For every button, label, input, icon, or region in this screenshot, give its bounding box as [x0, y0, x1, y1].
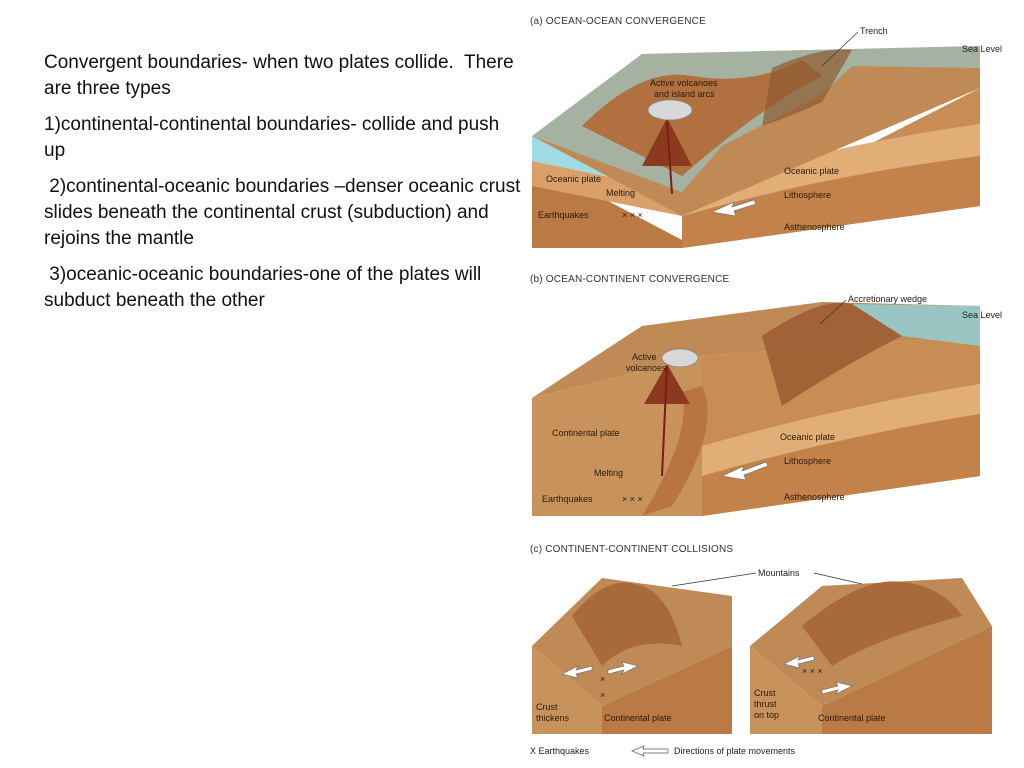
text-type-1: 1)continental-continental boundaries- co…: [44, 114, 505, 161]
panel-c-right-front: [750, 646, 822, 734]
panel-a-asthenosphere-band: [682, 156, 980, 248]
label-trench: Trench: [860, 26, 888, 36]
leader-mountains-left: [671, 572, 757, 587]
label-accretionary-wedge: Accretionary wedge: [848, 294, 927, 304]
panel-b-motion-arrow: [720, 461, 769, 481]
panel-a-magma-line: [666, 120, 673, 195]
panel-a-caption: (a) OCEAN-OCEAN CONVERGENCE: [530, 16, 706, 27]
panel-c-right-earthquake-marks: × × ×: [802, 666, 823, 676]
panel-b-water-top: [852, 304, 980, 346]
panel-b-caption: (b) OCEAN-CONTINENT CONVERGENCE: [530, 274, 729, 285]
panel-a-plate-band: [532, 161, 682, 216]
label-crust-thickens-2: thickens: [536, 713, 570, 723]
panel-a-earthquake-marks: × × ×: [622, 210, 643, 220]
panel-continent-continent: (c) CONTINENT-CONTINENT COLLISIONS × × ×…: [530, 544, 992, 734]
convergence-figure: (a) OCEAN-OCEAN CONVERGENCE × × × Trench…: [530, 16, 1002, 757]
panel-b-volcano-plume: [661, 348, 699, 368]
panel-c-right-arrow-2: [821, 681, 853, 695]
label-continental-plate-c-right: Continental plate: [818, 713, 886, 723]
label-asthenosphere-b: Asthenosphere: [784, 492, 845, 502]
panel-a-trench: [762, 49, 852, 126]
legend-directions: Directions of plate movements: [674, 746, 796, 756]
leader-mountains-right: [813, 572, 863, 585]
label-crust-thrust-2: thrust: [754, 699, 777, 709]
panel-c-left-ridge: [572, 582, 682, 666]
panel-b-subducting-slab: [642, 386, 708, 516]
panel-c-left-earthquake-marks-2: ×: [600, 690, 605, 700]
label-crust-thrust-1: Crust: [754, 688, 776, 698]
label-oceanic-plate-b: Oceanic plate: [780, 432, 835, 442]
label-lithosphere-a: Lithosphere: [784, 190, 831, 200]
label-crust-thrust-3: on top: [754, 710, 779, 720]
panel-a-volcano-plume: [647, 99, 693, 121]
panel-b-lithosphere-band: [702, 384, 980, 476]
leader-trench: [821, 31, 859, 67]
label-earthquakes-a: Earthquakes: [538, 210, 589, 220]
label-volcanoes-a1: Active volcanoes: [650, 78, 718, 88]
text-type-3: 3)oceanic-oceanic boundaries-one of the …: [44, 264, 487, 311]
panel-a-island-arc: [582, 60, 822, 176]
figure-legend: X Earthquakes Directions of plate moveme…: [530, 745, 796, 757]
panel-b-asthenosphere-band: [702, 414, 980, 516]
label-oceanic-plate-a-left: Oceanic plate: [546, 174, 601, 184]
panel-ocean-continent: (b) OCEAN-CONTINENT CONVERGENCE × × × Ac…: [530, 274, 1002, 516]
label-continental-plate-c-left: Continental plate: [604, 713, 672, 723]
panel-a-lithosphere-band: [682, 124, 980, 216]
panel-c-left-side: [602, 646, 732, 734]
panel-c-left-front: [532, 646, 602, 734]
label-melting-a: Melting: [606, 188, 635, 198]
legend-earthquakes: X Earthquakes: [530, 746, 590, 756]
panel-c-left-earthquake-marks: ×: [600, 674, 605, 684]
leader-wedge: [819, 299, 847, 325]
text-type-2: 2)continental-oceanic boundaries –denser…: [44, 176, 526, 249]
label-mountains: Mountains: [758, 568, 800, 578]
label-volcanoes-a2: and island arcs: [654, 89, 715, 99]
label-volcanoes-b1: Active: [632, 352, 657, 362]
panel-b-earthquake-marks: × × ×: [622, 494, 643, 504]
label-volcanoes-b2: volcanoes: [626, 363, 667, 373]
panel-c-left-arrow-1: [561, 665, 593, 679]
label-crust-thickens-1: Crust: [536, 702, 558, 712]
panel-b-accretionary-wedge: [762, 302, 902, 406]
label-melting-b: Melting: [594, 468, 623, 478]
label-continental-plate-b: Continental plate: [552, 428, 620, 438]
panel-a-volcano: [642, 118, 692, 166]
legend-arrow-icon: [631, 745, 669, 757]
panel-b-magma-line: [661, 365, 668, 477]
panel-c-right-side: [822, 626, 992, 734]
label-sea-level-a: Sea Level: [962, 44, 1002, 54]
label-earthquakes-b: Earthquakes: [542, 494, 593, 504]
panel-a-motion-arrow: [710, 199, 757, 217]
label-lithosphere-b: Lithosphere: [784, 456, 831, 466]
text-intro: Convergent boundaries- when two plates c…: [44, 52, 519, 99]
slide-text: Convergent boundaries- when two plates c…: [44, 50, 522, 324]
panel-c-caption: (c) CONTINENT-CONTINENT COLLISIONS: [530, 544, 733, 555]
label-oceanic-plate-a-right: Oceanic plate: [784, 166, 839, 176]
panel-c-left-arrow-2: [607, 661, 639, 675]
panel-c-right-arrow-1: [783, 655, 815, 669]
label-sea-level-b: Sea Level: [962, 310, 1002, 320]
label-asthenosphere-a: Asthenosphere: [784, 222, 845, 232]
panel-ocean-ocean: (a) OCEAN-OCEAN CONVERGENCE × × × Trench…: [530, 16, 1002, 248]
panel-c-right-ridge: [802, 581, 962, 666]
